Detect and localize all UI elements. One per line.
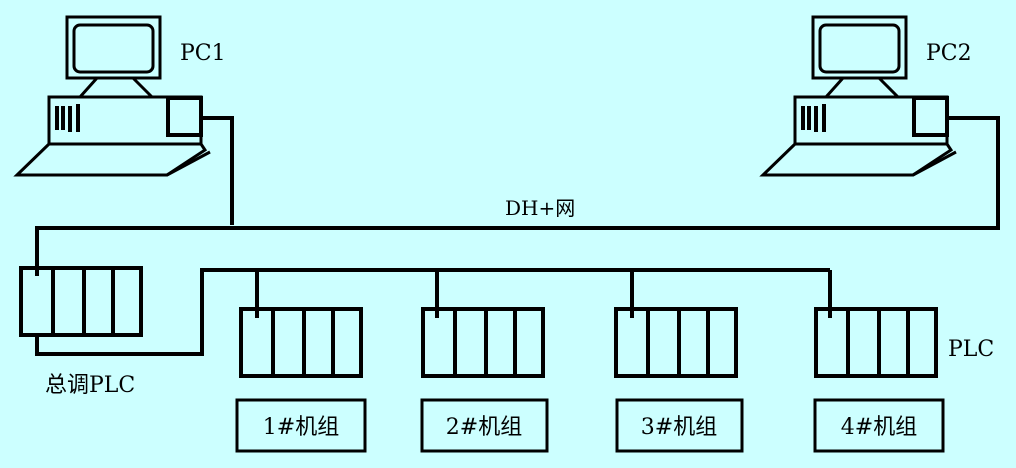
unit3-plc-rack [614, 307, 738, 378]
unit4-plc-rack [814, 307, 938, 378]
pc1-cable [201, 116, 234, 225]
master-plc-label: 总调PLC [45, 373, 135, 398]
pc1-label: PC1 [180, 41, 226, 66]
unit3-label: 3#机组 [641, 415, 717, 440]
unit2-plc-rack [421, 307, 545, 378]
plc-label: PLC [948, 337, 994, 362]
unit4-box [813, 398, 945, 453]
unit1-plc-rack [239, 307, 363, 378]
unit1-label: 1#机组 [263, 415, 339, 440]
unit4-label: 4#机组 [841, 415, 917, 440]
unit3-box [615, 398, 744, 453]
master-plc-rack [19, 266, 143, 337]
unit2-label: 2#机组 [446, 415, 522, 440]
plc-link-line [35, 268, 830, 356]
network-label: DH+网 [505, 196, 575, 220]
unit2-box [420, 398, 549, 453]
dh-plus-network-line [35, 116, 1000, 276]
pc2-label: PC2 [926, 41, 972, 66]
unit1-box [235, 398, 367, 453]
